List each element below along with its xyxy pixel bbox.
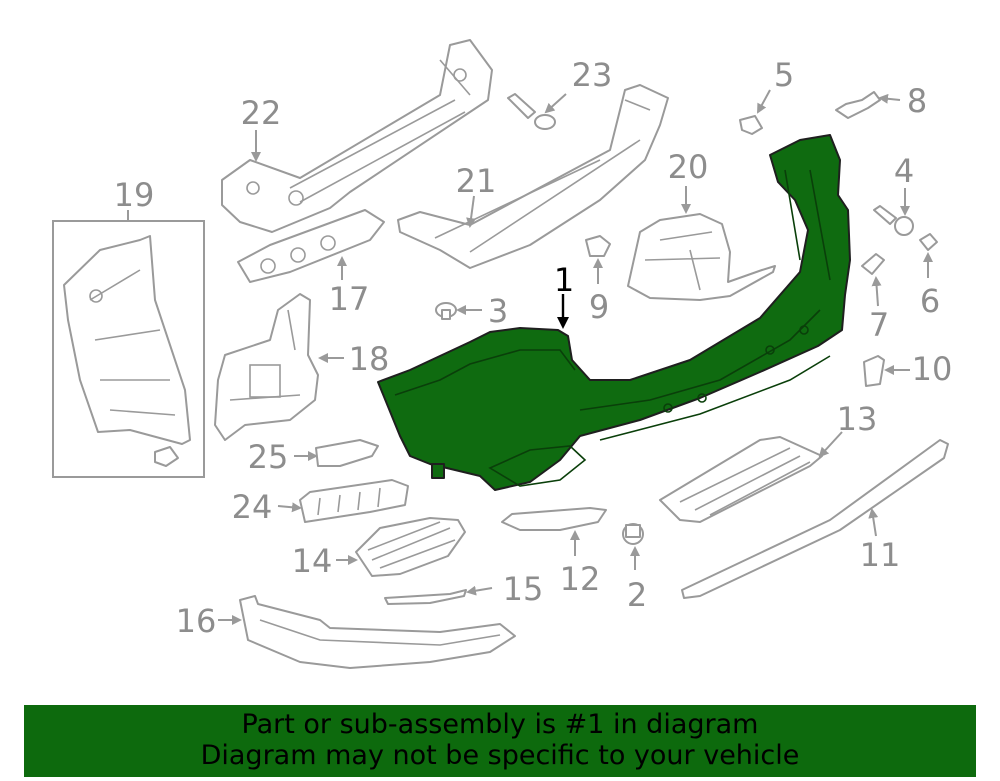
part-1-bumper-cover	[377, 134, 851, 491]
callout-7: 7	[869, 306, 889, 344]
callout-25: 25	[248, 438, 289, 476]
callout-10: 10	[912, 350, 953, 388]
callout-4: 4	[894, 152, 914, 190]
callout-19: 19	[114, 176, 155, 214]
part-16-lower-trim	[239, 595, 516, 669]
part-25-bracket	[315, 439, 379, 467]
part-7-clip	[861, 253, 885, 275]
part-3-clip	[435, 302, 457, 320]
callout-5: 5	[774, 56, 794, 94]
part-15-trim	[384, 589, 467, 605]
callout-12: 12	[560, 560, 601, 598]
part-10-bracket	[863, 355, 885, 387]
leader-lines	[127, 89, 933, 625]
part-17-bracket	[237, 209, 385, 283]
part-8-bolt	[835, 91, 881, 119]
part-20-housing	[627, 213, 776, 301]
callout-13: 13	[837, 400, 878, 438]
part-24-bracket	[299, 479, 409, 523]
callout-labels: 1 2 3 4 5 6 7 8 9 10 11 12 13 14 15 16 1…	[114, 56, 953, 640]
banner-line-2: Diagram may not be specific to your vehi…	[200, 740, 800, 771]
callout-22: 22	[241, 94, 282, 132]
callout-6: 6	[920, 282, 940, 320]
part-18-bracket	[214, 293, 319, 441]
part-22-reinforcement-beam	[221, 39, 493, 233]
part-14-grille	[355, 517, 466, 577]
callout-16: 16	[176, 602, 217, 640]
callout-21: 21	[456, 162, 497, 200]
callout-15: 15	[503, 570, 544, 608]
part-6-clip	[919, 233, 938, 251]
banner-line-1: Part or sub-assembly is #1 in diagram	[241, 709, 759, 740]
callout-20: 20	[668, 148, 709, 186]
callout-8: 8	[907, 82, 927, 120]
part-9-clip	[585, 235, 611, 257]
part-5-nut	[739, 115, 763, 135]
callout-1: 1	[554, 261, 574, 299]
callout-11: 11	[860, 536, 901, 574]
callout-23: 23	[572, 56, 613, 94]
callout-24: 24	[232, 488, 273, 526]
part-13-under-panel	[659, 436, 823, 523]
part-11-molding	[681, 439, 949, 599]
part-12-reflector	[501, 507, 607, 531]
callout-3: 3	[488, 292, 508, 330]
part-19-box	[52, 220, 205, 478]
callout-9: 9	[589, 288, 609, 326]
callout-17: 17	[329, 280, 370, 318]
part-2-clip	[622, 523, 644, 545]
part-23-tow-hook	[507, 93, 556, 130]
callout-18: 18	[349, 340, 390, 378]
info-banner: Part or sub-assembly is #1 in diagram Di…	[24, 705, 976, 777]
callout-14: 14	[292, 542, 333, 580]
part-4-bolt	[873, 205, 914, 236]
part-21-absorber	[397, 84, 669, 269]
callout-2: 2	[627, 576, 647, 614]
